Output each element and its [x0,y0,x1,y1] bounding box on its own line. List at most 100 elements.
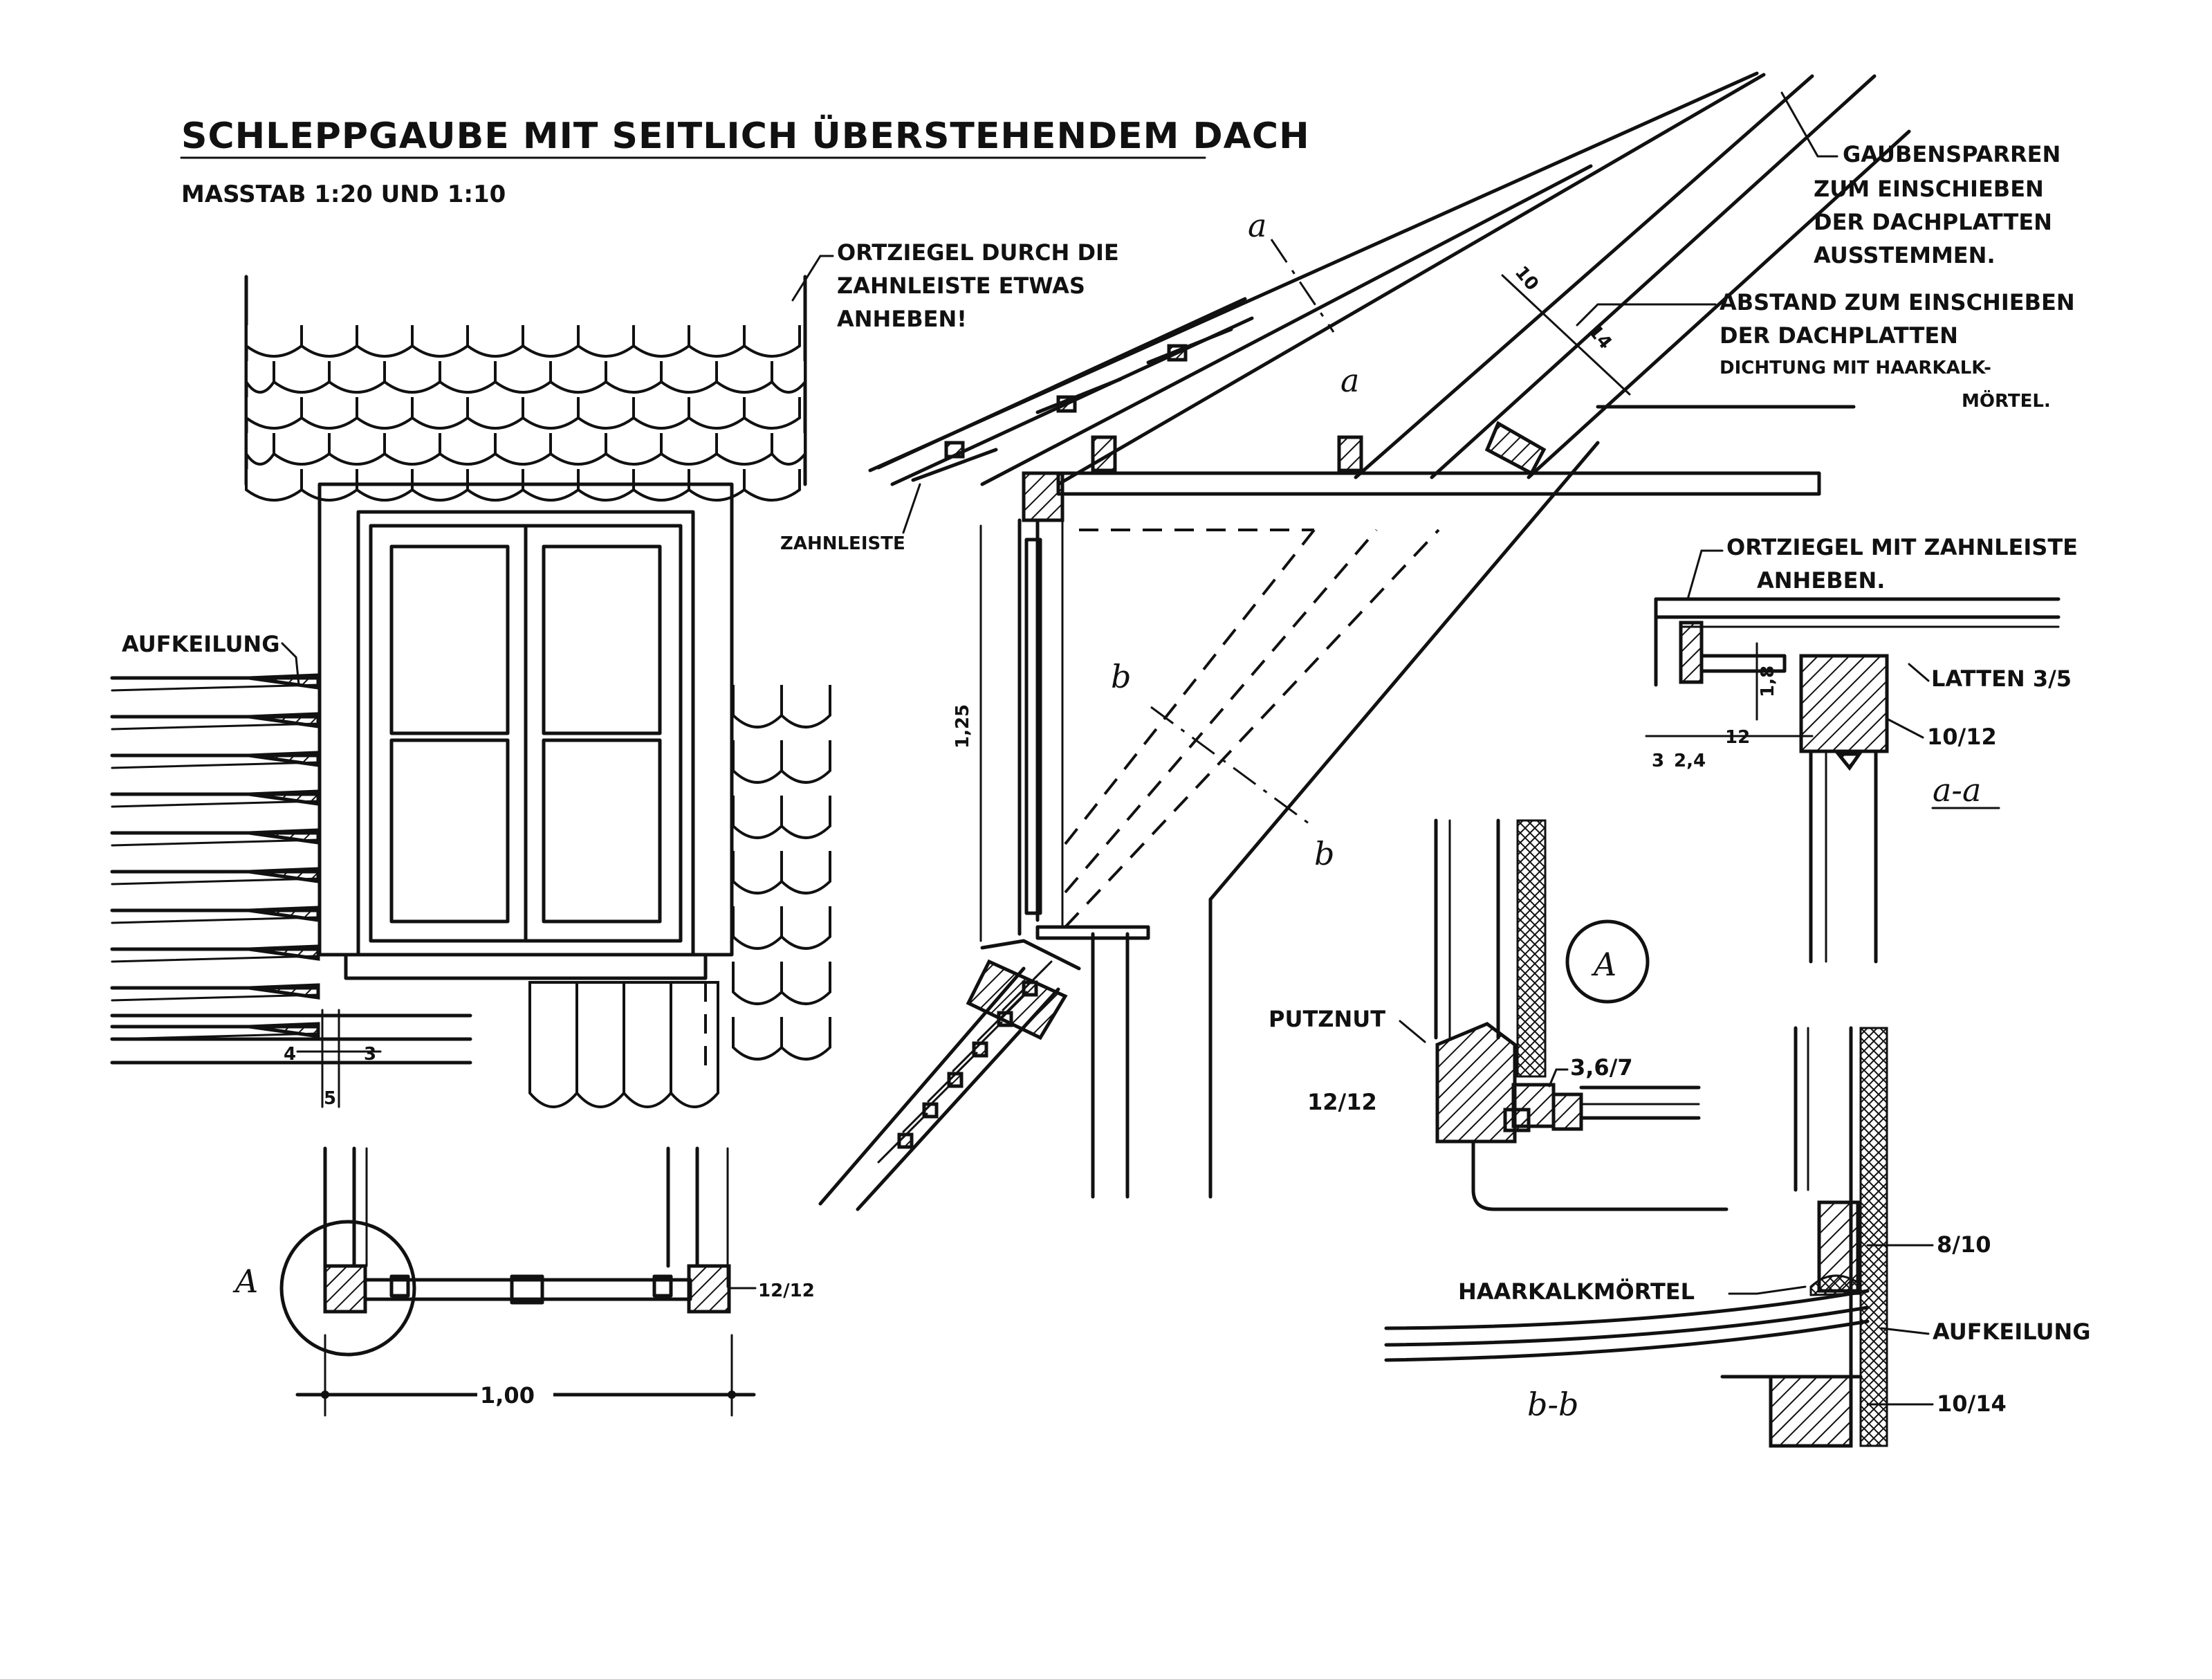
side-tile [780,906,831,950]
cut-a-lower: a [1340,362,1359,399]
roof-tile [715,433,773,466]
side-tile [780,796,831,839]
window-plan-section: A 1,00 12/12 [232,1146,815,1417]
roof-tile [383,361,441,394]
side-tile [780,685,831,728]
tile-edge [977,991,1028,1042]
hanging-tiles [528,981,719,1108]
tile-edge [877,1112,928,1164]
label-ortziegel-2: ZAHNLEISTE ETWAS [837,273,1085,299]
label-gaubensparren-2: ZUM EINSCHIEBEN [1814,176,2044,202]
tile-edge [927,1052,978,1103]
label-zahnleiste: ZAHNLEISTE [780,533,905,554]
dim-10-12: 10/12 [1927,724,1997,750]
label-ortziegel-zahn-2: ANHEBEN. [1757,567,1885,594]
wedge [248,828,320,845]
roof-tile [522,397,580,430]
label-ortziegel-1: ORTZIEGEL DURCH DIE [837,239,1119,266]
wedge [248,673,320,690]
ortgang-tiles [876,297,1254,486]
wall-board [111,916,320,924]
scale-label: MASSTAB 1:20 UND 1:10 [181,181,506,208]
roof-tile [356,397,414,430]
roof-tile [494,433,552,466]
roof-tile [605,433,663,466]
wedge [248,983,320,1000]
roof-tile [743,397,801,430]
roof-tile [328,433,386,466]
wall-board [111,761,320,769]
side-tile [732,796,783,839]
side-tile [732,685,783,728]
roof-tile [522,325,580,358]
side-tile [732,740,783,784]
detail-A: A PUTZNUT 12/12 3,6/7 [1269,818,1729,1211]
roof-tile [300,325,358,358]
label-gaubensparren-3: DER DACHPLATTEN [1814,209,2052,235]
label-aufkeilung-left: AUFKEILUNG [122,631,279,657]
detail-A-marker [1565,919,1650,1004]
wedge [248,789,320,806]
detail-A-label: A [1591,946,1616,983]
wedge [248,867,320,883]
roof-tile [466,397,524,430]
dim-1-00: 1,00 [480,1382,535,1409]
roof-tile [411,325,469,358]
roof-tile [273,361,331,394]
dim-10-14: 10/14 [1937,1391,2007,1417]
drawing-title: SCHLEPPGAUBE MIT SEITLICH ÜBERSTEHENDEM … [181,114,1310,157]
roof-tile [688,397,746,430]
roof-tile [245,397,303,430]
detail-b-b: HAARKALKMÖRTEL AUFKEILUNG 8/10 10/14 b-b [1384,1026,2090,1448]
wedge [248,751,320,767]
rafter-notes: GAUBENSPARREN ZUM EINSCHIEBEN DER DACHPL… [1576,91,2075,412]
detail-label-A-plan: A [232,1263,258,1300]
roof-tile [743,325,801,358]
roof-tile [245,433,275,466]
side-tile [732,962,783,1005]
roof-tile [494,361,552,394]
side-tiles-right [732,685,831,1061]
roof-tile [660,361,718,394]
cut-label-bb: b-b [1527,1386,1578,1423]
dim-14-rafter: 14 [1584,321,1616,354]
side-tile [780,962,831,1005]
label-abstand-2: DER DACHPLATTEN [1720,322,1958,349]
roof-tile [328,361,386,394]
label-putznut: PUTZNUT [1269,1006,1385,1032]
wedge [248,944,320,961]
cut-b-upper: b [1111,658,1131,695]
wall-board [111,683,320,692]
dim-12-12-A: 12/12 [1307,1089,1377,1115]
detail-a-a: ORTZIEGEL MIT ZAHNLEISTE ANHEBEN. LATTEN… [1645,534,2078,964]
wall-board [111,955,320,963]
roof-section: a a b b 10 14 1,25 ORTZIEGEL DURCH DIE Z… [780,71,1911,1211]
side-tile [780,851,831,894]
dim-3-left: 3 [364,1044,376,1065]
wall-board [111,838,320,847]
wall-board [111,877,320,886]
roof-tile [660,433,718,466]
roof-tile [549,433,607,466]
wedge [248,712,320,728]
tile-edge [1002,960,1053,1011]
dim-4: 4 [284,1044,296,1065]
label-abstand-3: DICHTUNG MIT HAARKALK- [1720,358,1991,378]
label-abstand-1: ABSTAND ZUM EINSCHIEBEN [1720,289,2075,315]
label-ortziegel-3: ANHEBEN! [837,306,967,332]
roof-tile [273,433,331,466]
side-tile [732,906,783,950]
dim-1-8: 1,8 [1758,666,1778,697]
wedge [248,1022,320,1038]
label-gaubensparren-1: GAUBENSPARREN [1843,141,2061,167]
roof-tile [771,433,807,466]
cut-a-upper: a [1248,207,1266,244]
label-aufkeilung-right: AUFKEILUNG [1933,1319,2090,1345]
roof-tiles-elevation [244,275,807,502]
label-haarkalk: HAARKALKMÖRTEL [1458,1278,1695,1305]
dim-1-25: 1,25 [952,704,973,749]
detail-circle-A [279,1220,416,1357]
label-gaubensparren-4: AUSSTEMMEN. [1814,242,1996,268]
title-block: SCHLEPPGAUBE MIT SEITLICH ÜBERSTEHENDEM … [180,114,1310,208]
side-tile [732,1017,783,1061]
